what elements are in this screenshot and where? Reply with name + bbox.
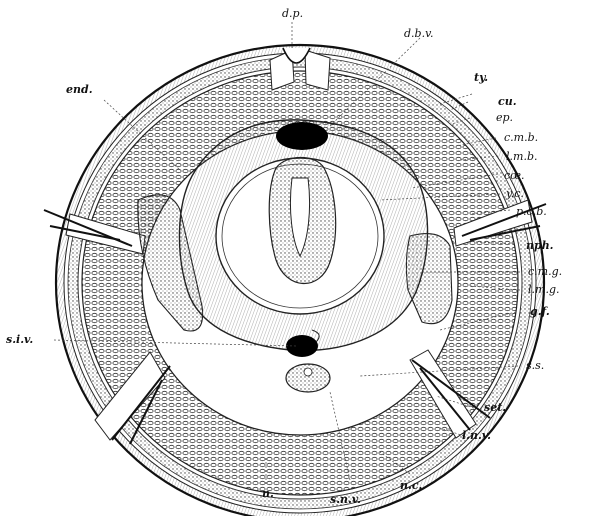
label-longitudinal-muscle-body: l.m.b. (506, 151, 537, 162)
label-longitudinal-muscle-gut: l.m.g. (528, 284, 559, 295)
dorsal-blood-vessel (276, 122, 328, 150)
label-setal-sac: s.s. (526, 360, 544, 371)
label-coelom: cœ. (504, 170, 525, 181)
label-lateral-neural-vessel: l.n.v. (462, 430, 491, 441)
label-y-c: y.c. (506, 188, 524, 199)
label-dorsal-blood-vessel: d.b.v. (404, 28, 433, 39)
label-epidermis: ep. (496, 112, 513, 123)
nerve-cord (286, 364, 330, 392)
label-seta: set. (484, 402, 506, 413)
label-cuticle: cu. (498, 96, 517, 107)
label-gut-fold: g.f. (530, 306, 550, 317)
label-typhlosole: ty. (474, 72, 488, 83)
label-endoderm: end. (66, 84, 93, 95)
label-circular-muscle-gut: c.m.g. (528, 266, 562, 277)
label-circular-muscle-body: c.m.b. (504, 132, 538, 143)
label-nephridium: nph. (526, 240, 554, 251)
label-sub-neural-vessel: s.n.v. (330, 494, 361, 505)
label-dorsal-pore: d.p. (282, 8, 303, 19)
label-nerve-cord: n.c. (400, 480, 422, 491)
label-nerve: n. (262, 488, 274, 499)
label-sub-intestinal-vessel: s.i.v. (6, 334, 33, 345)
intestine (179, 120, 427, 351)
label-p-c-b: p.c.b. (516, 206, 547, 217)
